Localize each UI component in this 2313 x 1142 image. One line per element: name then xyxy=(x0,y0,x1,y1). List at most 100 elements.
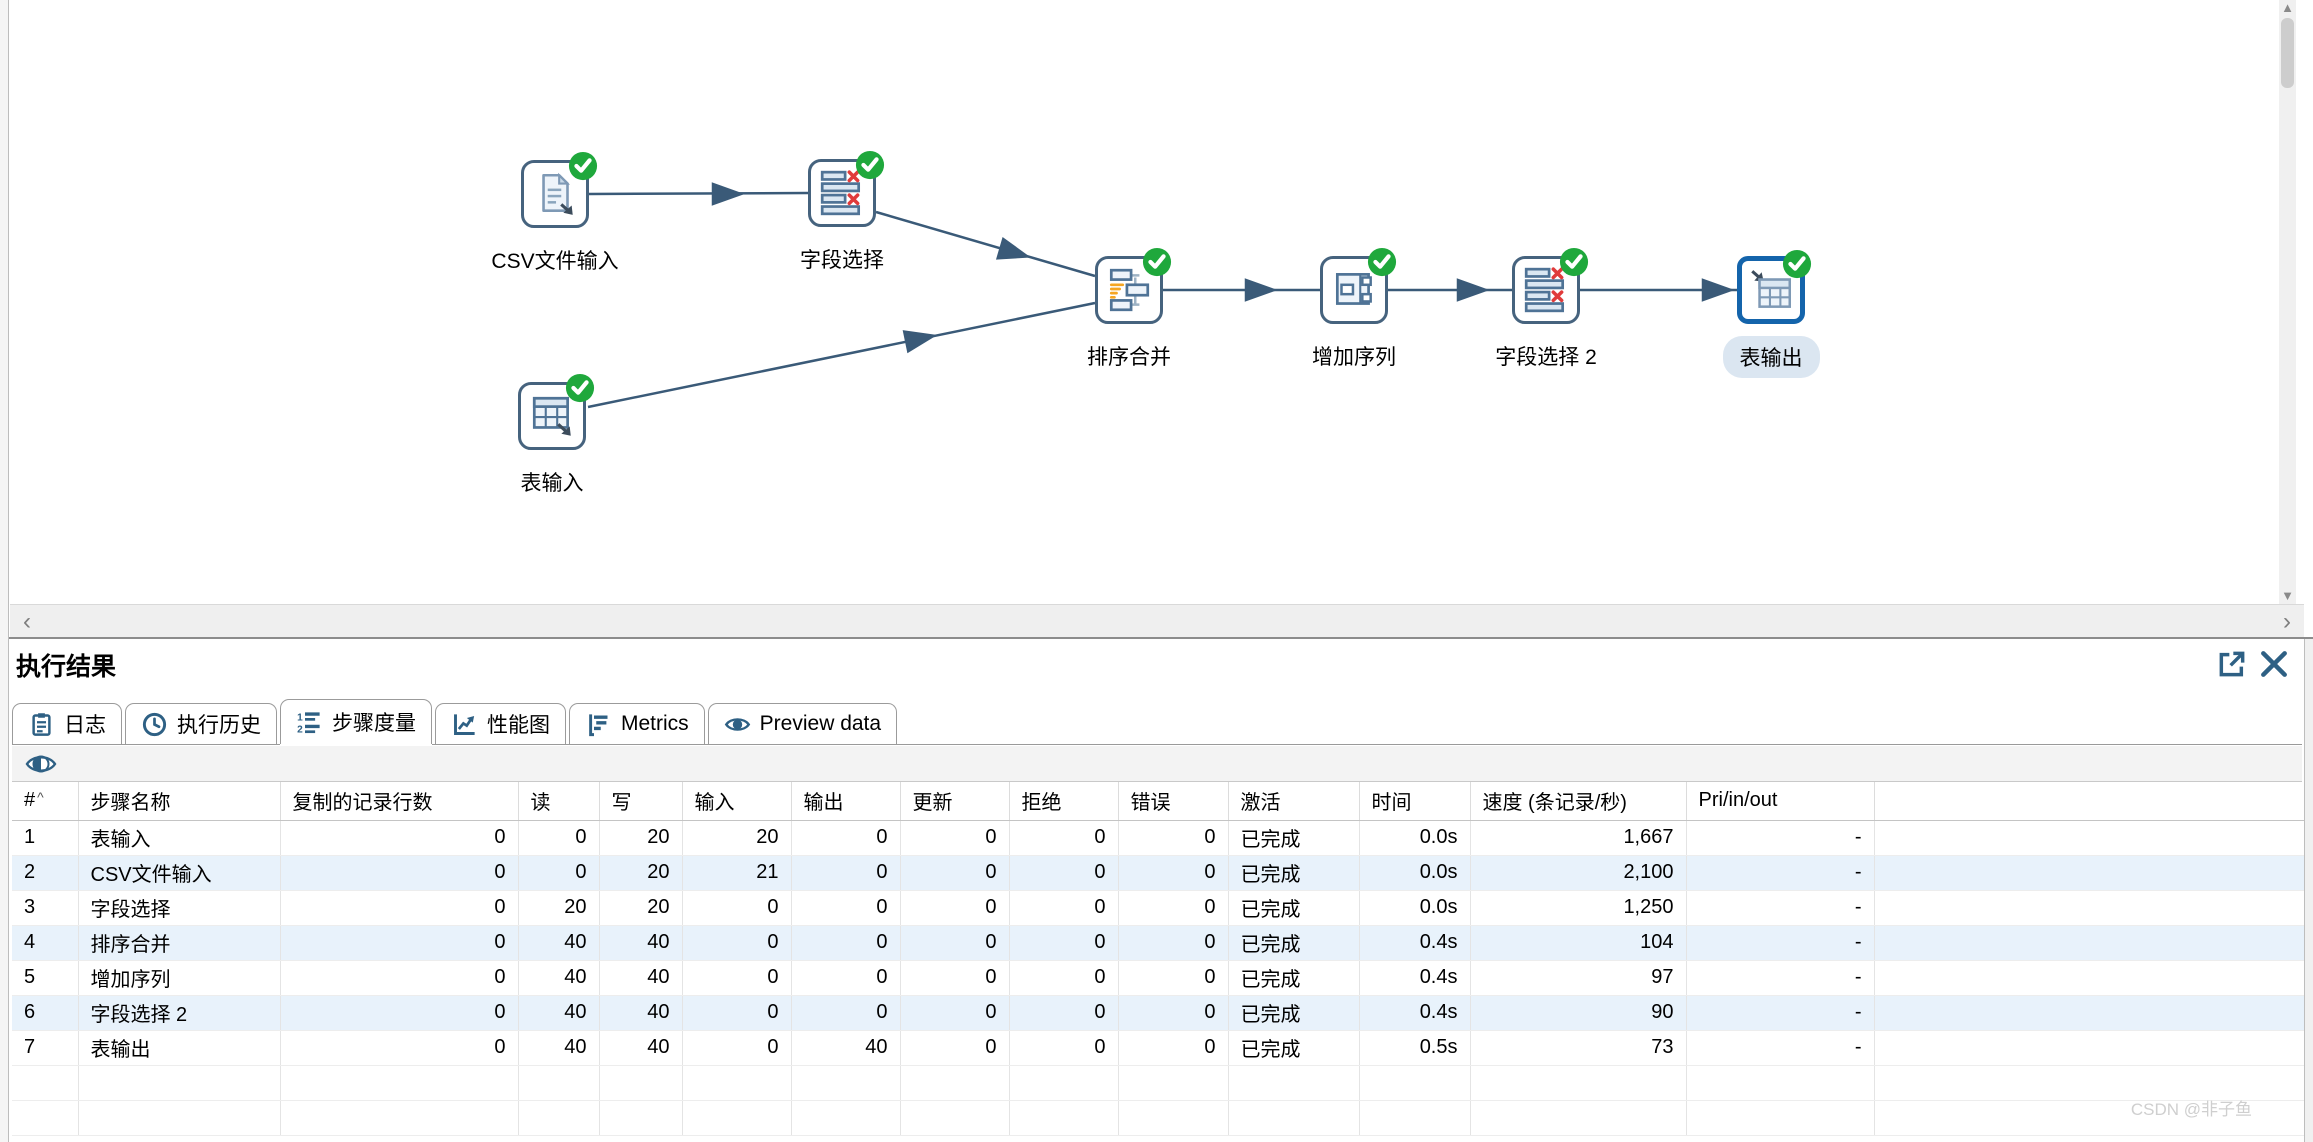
scroll-right-arrow[interactable]: › xyxy=(2283,608,2291,635)
table-cell: 0.4s xyxy=(1359,995,1471,1031)
show-hide-inactive-icon[interactable] xyxy=(24,751,58,777)
table-cell: 2 xyxy=(12,855,79,891)
add-sequence-icon xyxy=(1335,273,1372,305)
table-cell: 0 xyxy=(900,995,1010,1031)
execution-results-panel: 执行结果 日志 xyxy=(10,639,2304,1142)
table-cell: 21 xyxy=(682,855,792,891)
step-table-input[interactable]: 表输入 xyxy=(472,373,632,497)
select-values-icon xyxy=(820,170,861,216)
table-cell: 0 xyxy=(280,855,519,891)
table-cell: 已完成 xyxy=(1228,995,1360,1031)
table-cell: 0 xyxy=(682,960,792,996)
scroll-up-arrow[interactable]: ▲ xyxy=(2281,0,2294,15)
table-cell: 20 xyxy=(599,890,683,926)
table-cell: 4 xyxy=(12,925,79,961)
step-sorted-merge[interactable]: 排序合并 xyxy=(1049,247,1209,371)
scroll-left-arrow[interactable]: ‹ xyxy=(23,608,31,635)
column-header[interactable]: 输入 xyxy=(682,782,792,821)
eye-icon xyxy=(724,717,750,731)
table-cell: 0 xyxy=(900,1030,1010,1066)
table-cell: 0 xyxy=(1009,890,1119,926)
tab-log[interactable]: 日志 xyxy=(12,703,122,744)
gantt-icon xyxy=(589,713,608,736)
results-panel-title: 执行结果 xyxy=(16,653,117,681)
tab-execution-history[interactable]: 执行历史 xyxy=(125,703,277,744)
close-panel-icon[interactable] xyxy=(2258,648,2290,680)
table-cell-empty xyxy=(682,1100,792,1136)
column-header[interactable]: 激活 xyxy=(1228,782,1360,821)
table-cell-filler xyxy=(1874,1030,2304,1066)
panel-divider[interactable] xyxy=(0,637,2313,639)
column-header[interactable]: 写 xyxy=(599,782,683,821)
tab-preview-data[interactable]: Preview data xyxy=(707,703,898,744)
scroll-thumb[interactable] xyxy=(2281,18,2294,88)
table-cell: 2,100 xyxy=(1470,855,1687,891)
step-label: 排序合并 xyxy=(1087,346,1171,369)
step-metrics-icon: 1 2 xyxy=(297,712,320,735)
table-cell: 0 xyxy=(791,855,901,891)
column-header[interactable]: 错误 xyxy=(1118,782,1229,821)
table-cell: 0 xyxy=(900,820,1010,856)
table-cell-empty xyxy=(1009,1100,1119,1136)
table-cell-empty xyxy=(518,1100,600,1136)
tab-metrics[interactable]: Metrics xyxy=(569,703,705,744)
table-cell-empty xyxy=(599,1100,683,1136)
table-cell: 0 xyxy=(1118,925,1229,961)
step-table-output[interactable]: 表输出 xyxy=(1691,249,1851,378)
table-cell-empty xyxy=(1874,1100,2304,1136)
canvas-horizontal-scrollbar[interactable]: ‹ › xyxy=(10,604,2304,637)
transformation-canvas[interactable]: CSV文件输入 xyxy=(10,0,2296,604)
table-cell: 0.0s xyxy=(1359,855,1471,891)
column-header[interactable]: 步骤名称 xyxy=(78,782,281,821)
detach-panel-icon[interactable] xyxy=(2216,648,2248,680)
tab-step-metrics[interactable]: 1 2 步骤度量 xyxy=(280,699,432,744)
table-cell-empty xyxy=(78,1065,281,1101)
table-cell-empty xyxy=(900,1100,1010,1136)
table-cell: 字段选择 xyxy=(78,890,281,926)
table-header-row[interactable]: #^步骤名称复制的记录行数读写输入输出更新拒绝错误激活时间速度 (条记录/秒)P… xyxy=(12,782,2304,821)
table-cell: 0 xyxy=(791,995,901,1031)
tab-label: 日志 xyxy=(64,714,106,737)
column-header[interactable]: 读 xyxy=(518,782,600,821)
table-cell: - xyxy=(1686,995,1875,1031)
table-cell: 0 xyxy=(682,890,792,926)
watermark: CSDN @非子鱼 xyxy=(2130,1100,2252,1119)
column-header[interactable]: 输出 xyxy=(791,782,901,821)
column-header[interactable]: 拒绝 xyxy=(1009,782,1119,821)
column-header[interactable]: 时间 xyxy=(1359,782,1471,821)
column-header[interactable]: 速度 (条记录/秒) xyxy=(1470,782,1687,821)
canvas-vertical-scrollbar[interactable]: ▲ ▼ xyxy=(2279,0,2296,604)
sorted-merge-icon xyxy=(1109,268,1150,312)
table-cell: 已完成 xyxy=(1228,960,1360,996)
table-cell: 已完成 xyxy=(1228,820,1360,856)
column-header[interactable]: #^ xyxy=(12,782,79,821)
clock-icon xyxy=(142,712,167,736)
step-add-sequence[interactable]: 增加序列 xyxy=(1274,247,1434,371)
scroll-down-arrow[interactable]: ▼ xyxy=(2281,588,2294,603)
table-cell: 0 xyxy=(280,1030,519,1066)
table-cell: 40 xyxy=(518,960,600,996)
table-cell: 5 xyxy=(12,960,79,996)
tab-performance-graph[interactable]: 性能图 xyxy=(435,703,566,744)
table-cell: 0 xyxy=(1009,960,1119,996)
column-header[interactable]: 更新 xyxy=(900,782,1010,821)
table-cell-empty xyxy=(1009,1065,1119,1101)
column-header[interactable]: 复制的记录行数 xyxy=(280,782,519,821)
table-cell-empty xyxy=(1228,1100,1360,1136)
step-select-values-2[interactable]: 字段选择 2 xyxy=(1466,247,1626,371)
table-cell: 40 xyxy=(791,1030,901,1066)
step-select-values[interactable]: 字段选择 xyxy=(762,150,922,274)
table-cell: - xyxy=(1686,925,1875,961)
table-cell-empty xyxy=(280,1100,519,1136)
table-cell: 已完成 xyxy=(1228,890,1360,926)
table-cell: 73 xyxy=(1470,1030,1687,1066)
step-csv-input[interactable]: CSV文件输入 xyxy=(475,151,635,275)
column-header[interactable]: Pri/in/out xyxy=(1686,782,1875,821)
